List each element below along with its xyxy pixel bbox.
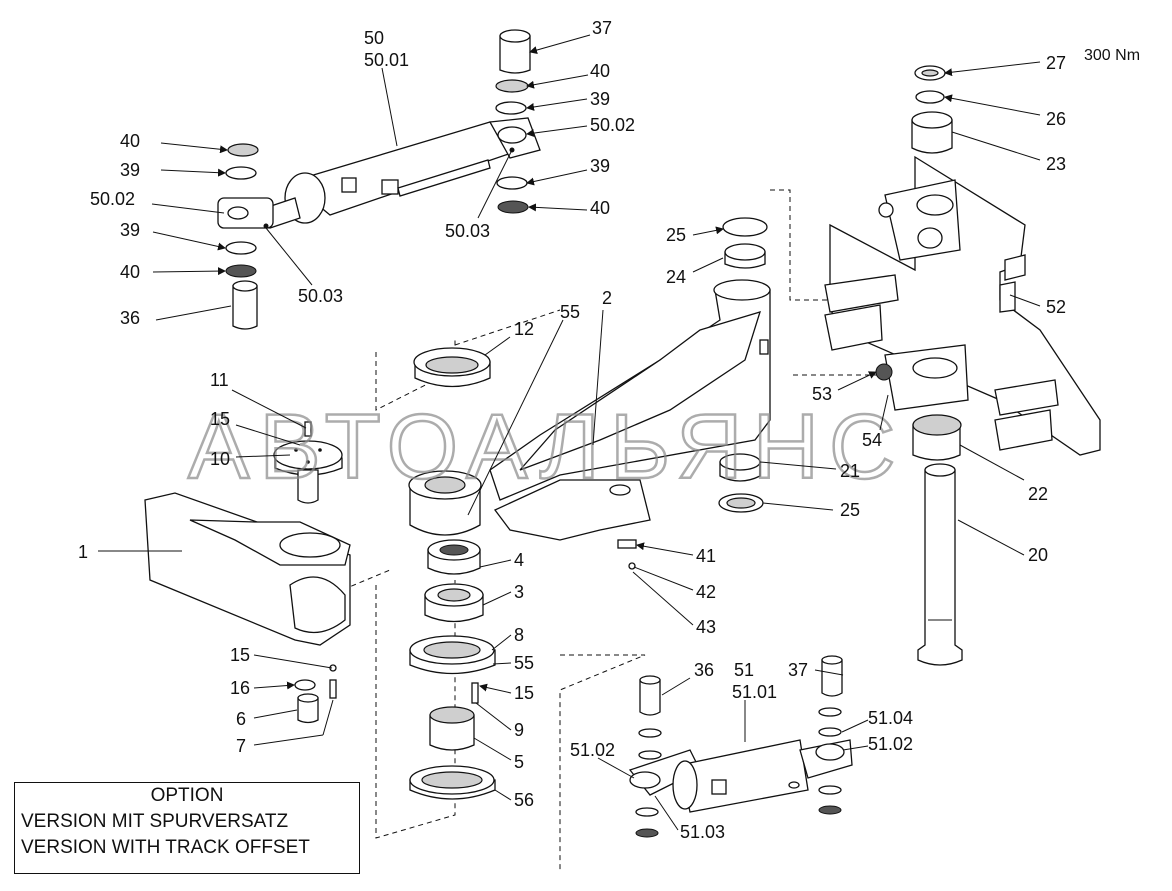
callout-labels: 50 50.01 37 40 39 50.02 39 40 50.03 40 3… [78,18,1140,842]
callout-36-lower: 36 [694,660,714,680]
callout-25-upper: 25 [666,225,686,245]
callout-55-lower: 55 [514,653,534,673]
callout-50-03-left: 50.03 [298,286,343,306]
callout-41: 41 [696,546,716,566]
callout-16: 16 [230,678,250,698]
callout-15-left: 15 [230,645,250,665]
option-legend-box: OPTION VERSION MIT SPURVERSATZ VERSION W… [14,782,360,874]
callout-40-upper-left-2: 40 [120,262,140,282]
callout-40-upper-right-1: 40 [590,61,610,81]
axle-beam-1 [144,492,351,646]
callout-1: 1 [78,542,88,562]
option-line-de: VERSION MIT SPURVERSATZ [21,811,289,832]
callout-40-upper-right-2: 40 [590,198,610,218]
callout-15-center: 15 [514,683,534,703]
callout-37-upper: 37 [592,18,612,38]
callout-39-upper-left-2: 39 [120,220,140,240]
callout-26: 26 [1046,109,1066,129]
leader-lines [98,34,1041,831]
callout-23: 23 [1046,154,1066,174]
callout-51-04: 51.04 [868,708,913,728]
callout-51-02-left: 51.02 [570,740,615,760]
swing-arm-2 [408,279,771,541]
callout-53: 53 [812,384,832,404]
callout-39-upper-left-1: 39 [120,160,140,180]
cylinder-50 [217,117,541,229]
callout-39-upper-right-2: 39 [590,156,610,176]
callout-37-lower: 37 [788,660,808,680]
callout-2: 2 [602,288,612,308]
callout-11: 11 [210,370,229,390]
callout-10: 10 [210,449,230,469]
callout-36-upper: 36 [120,308,140,328]
callout-27: 27 [1046,53,1066,73]
callout-50-01: 50.01 [364,50,409,70]
callout-6: 6 [236,709,246,729]
callout-42: 42 [696,582,716,602]
hub-plate-10 [273,421,343,504]
callout-20: 20 [1028,545,1048,565]
cylinder-50-small-parts [225,29,531,330]
callout-21: 21 [840,461,860,481]
right-small-parts [718,65,963,666]
watermark-text: АВТОАЛЬЯНС [188,396,906,498]
callout-54: 54 [862,430,882,450]
callout-7: 7 [236,736,246,756]
callout-40-upper-left-1: 40 [120,131,140,151]
torque-note: 300 Nm [1084,47,1140,64]
option-title: OPTION [150,785,224,806]
callout-9: 9 [514,720,524,740]
callout-12: 12 [514,319,534,339]
callout-15-hub: 15 [210,409,230,429]
callout-50-02-left: 50.02 [90,189,135,209]
callout-22: 22 [1028,484,1048,504]
callout-51-03: 51.03 [680,822,725,842]
right-bracket-52 [824,155,1101,456]
small-fasteners [294,539,637,724]
callout-50-02-right: 50.02 [590,115,635,135]
bearing-stack [409,347,496,800]
callout-50-03-right: 50.03 [445,221,490,241]
callout-52: 52 [1046,297,1066,317]
callout-51-01: 51.01 [732,682,777,702]
callout-25-lower: 25 [840,500,860,520]
callout-51-02-right: 51.02 [868,734,913,754]
option-line-en: VERSION WITH TRACK OFFSET [21,837,310,858]
callout-51: 51 [734,660,754,680]
callout-50: 50 [364,28,384,48]
callout-5: 5 [514,752,524,772]
callout-55-upper: 55 [560,302,580,322]
callout-3: 3 [514,582,524,602]
cylinder-51 [628,655,853,838]
callout-56: 56 [514,790,534,810]
callout-4: 4 [514,550,524,570]
callout-8: 8 [514,625,524,645]
callout-24: 24 [666,267,686,287]
callout-39-upper-right-1: 39 [590,89,610,109]
callout-43: 43 [696,617,716,637]
